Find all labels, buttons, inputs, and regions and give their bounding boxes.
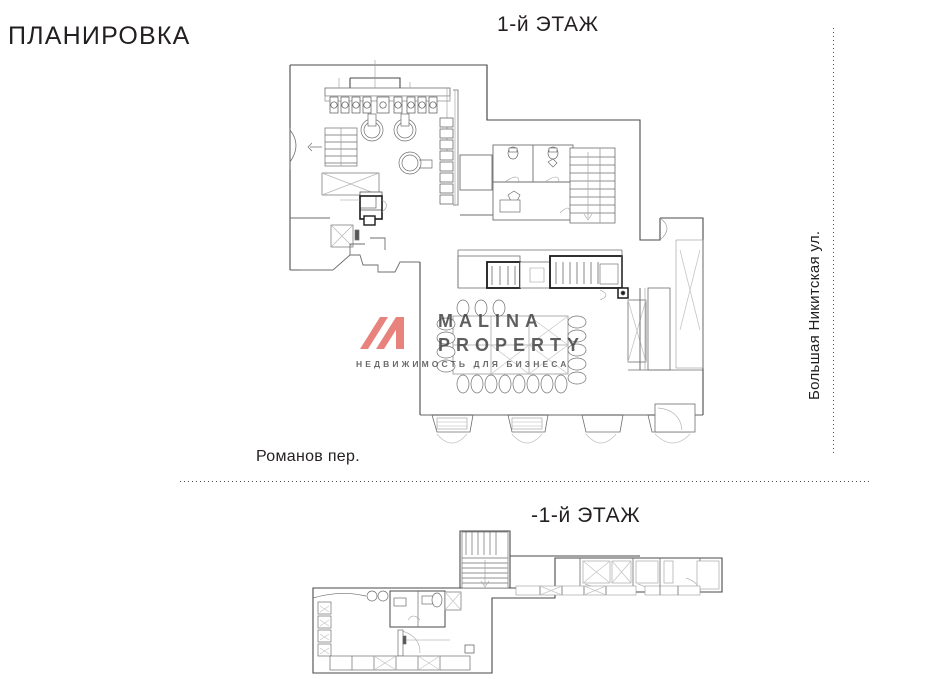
staircase-basement (461, 531, 509, 589)
street-divider-horizontal (180, 481, 872, 482)
floor-label-basement: -1-й ЭТАЖ (531, 504, 641, 527)
staircase-ground (569, 147, 616, 224)
kitchen-area (289, 60, 459, 273)
floor-label-ground: 1-й ЭТАЖ (497, 13, 599, 36)
restroom-area (459, 144, 574, 221)
street-divider-vertical (833, 28, 834, 453)
basement-outline (312, 530, 723, 674)
basement-utility-left (312, 590, 475, 671)
window-row-ground (420, 403, 703, 444)
page-title: ПЛАНИРОВКА (8, 22, 191, 50)
dining-hall (419, 217, 704, 416)
basement-rooms-right (515, 558, 720, 596)
street-label-romanov: Романов пер. (256, 448, 360, 465)
